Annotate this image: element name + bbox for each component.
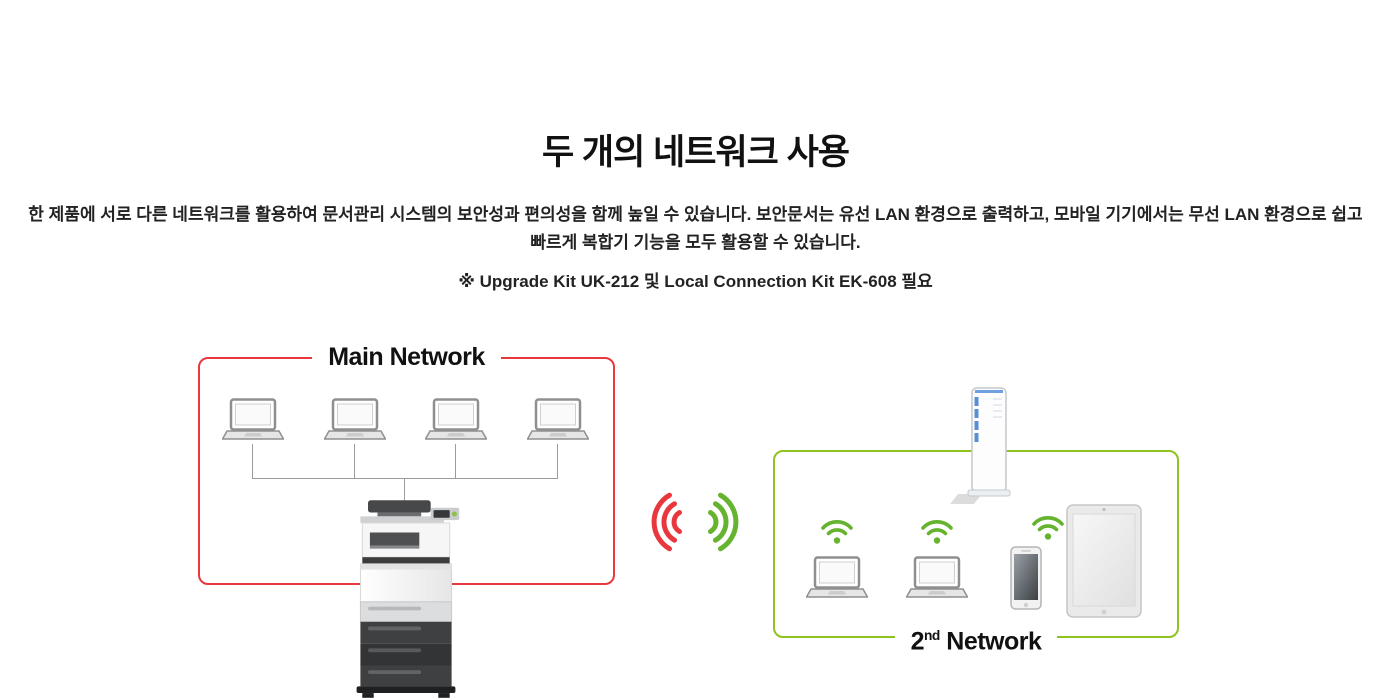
page-title: 두 개의 네트워크 사용 — [542, 133, 850, 172]
wireless-signal-green-icon — [708, 492, 739, 552]
main-network-label: Main Network — [198, 339, 615, 375]
second-network-label-ordinal: nd — [924, 628, 940, 643]
network-line — [252, 478, 558, 479]
second-network-label: 2nd Network — [773, 618, 1179, 660]
network-line — [252, 444, 253, 478]
feature-description: 한 제품에 서로 다른 네트워크를 활용하여 문서관리 시스템의 보안성과 편의… — [0, 201, 1391, 257]
requirement-note: ※ Upgrade Kit UK-212 및 Local Connection … — [458, 272, 933, 291]
network-line — [354, 444, 355, 478]
second-network-label-text: Network — [939, 627, 1042, 656]
mfp-printer-icon — [356, 500, 460, 698]
network-line — [557, 444, 558, 478]
description-line-1: 한 제품에 서로 다른 네트워크를 활용하여 문서관리 시스템의 보안성과 편의… — [28, 205, 1363, 224]
tablet-icon — [1066, 504, 1142, 618]
description-line-2: 빠르게 복합기 기능을 모두 활용할 수 있습니다. — [530, 233, 861, 252]
network-line — [404, 478, 405, 501]
second-network-label-number: 2 — [910, 627, 925, 656]
smartphone-icon — [1010, 546, 1042, 610]
router-icon — [950, 387, 1011, 504]
wireless-signal-red-icon — [651, 492, 682, 552]
network-line — [455, 444, 456, 478]
